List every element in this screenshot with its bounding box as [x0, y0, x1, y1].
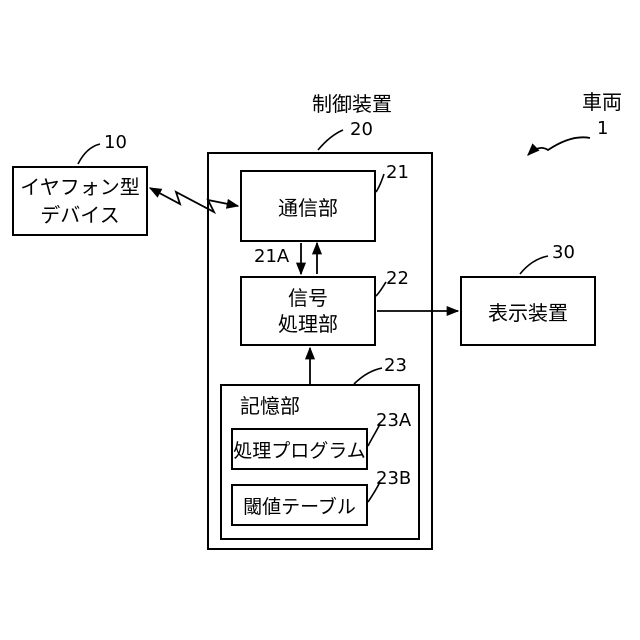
threshold-table-ref: 23B	[376, 470, 411, 488]
vehicle-pointer-arrow	[528, 137, 590, 155]
earphone-device-line1: イヤフォン型	[20, 173, 139, 201]
control-device-title: 制御装置	[312, 94, 392, 114]
display-device-box: 表示装置	[460, 276, 596, 346]
display-device-ref: 30	[552, 244, 575, 262]
display-device-label: 表示装置	[488, 297, 568, 326]
earphone-device-box: イヤフォン型 デバイス	[12, 166, 148, 236]
communication-unit-label: 通信部	[278, 192, 338, 221]
threshold-table-label: 閾値テーブル	[243, 492, 356, 519]
processing-program-box: 処理プログラム	[231, 428, 368, 470]
earphone-device-leader	[78, 144, 100, 164]
control-device-ref: 20	[350, 121, 373, 139]
processing-program-label: 処理プログラム	[233, 436, 365, 463]
threshold-table-box: 閾値テーブル	[231, 484, 368, 526]
signal-processing-line2: 処理部	[278, 311, 338, 337]
signal-processing-unit-ref: 22	[386, 270, 409, 288]
signal-link-ref: 21A	[254, 248, 289, 266]
signal-processing-line1: 信号	[288, 285, 328, 311]
signal-processing-unit-box: 信号 処理部	[240, 276, 376, 346]
earphone-device-ref: 10	[104, 134, 127, 152]
communication-unit-ref: 21	[386, 164, 409, 182]
storage-unit-ref: 23	[384, 357, 407, 375]
display-device-leader	[520, 256, 548, 274]
vehicle-title: 車両	[582, 92, 622, 112]
storage-unit-label: 記憶部	[240, 396, 300, 416]
vehicle-ref: 1	[597, 120, 608, 138]
communication-unit-box: 通信部	[240, 170, 376, 242]
processing-program-ref: 23A	[376, 412, 411, 430]
control-device-leader	[318, 130, 343, 150]
earphone-device-line2: デバイス	[40, 201, 119, 229]
